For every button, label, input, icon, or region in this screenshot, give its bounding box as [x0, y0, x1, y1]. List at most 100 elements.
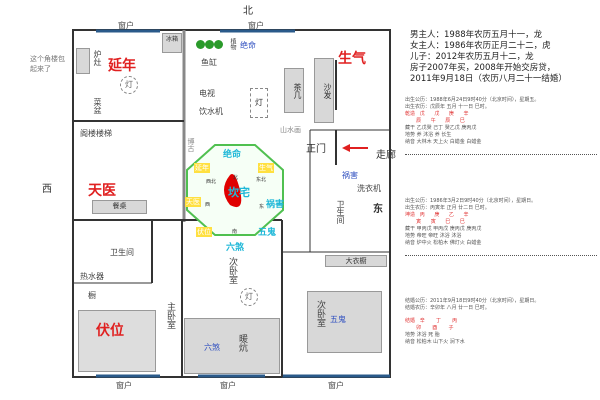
chart-line: 出生公历：1986年3月2日9时40分（北京时间），星期日。: [405, 198, 537, 204]
chart-row: 纳音 炉中火 松柏木 佛灯火 白蜡金: [405, 240, 482, 246]
west-label: 西: [42, 184, 52, 195]
stem: 辛: [463, 111, 469, 117]
fish-label: 鱼缸: [201, 58, 217, 67]
star-tianyi: 天医: [88, 183, 116, 199]
cabinet2-label: 橱: [88, 291, 96, 300]
stove: [76, 48, 90, 74]
kang: [184, 318, 280, 374]
family-line: 儿子：2012年农历五月十二，龙: [410, 52, 534, 62]
stem: 辛: [463, 212, 469, 218]
second1-label: 次卧室: [227, 257, 237, 284]
chart-tag: 坤造: [405, 212, 416, 218]
partition-label: 博古: [187, 138, 195, 152]
stem: 庚: [434, 212, 440, 218]
second-bed: [307, 291, 382, 353]
bagua-liusha: 六煞: [226, 243, 245, 253]
dir-s: 南: [232, 229, 238, 235]
chart-line: 出生公历：1988年6月24日9时40分（北京时间），星期五。: [405, 97, 540, 103]
window-label: 窗户: [248, 21, 264, 30]
north-label: 北: [243, 6, 253, 17]
window-label: 窗户: [118, 21, 134, 30]
bagua-huohai: 祸害: [266, 200, 285, 210]
stem: 戊: [434, 111, 440, 117]
chart-row: 地势 帝旺 帝旺 沐浴 沐浴: [405, 233, 462, 239]
corridor-label: 走廊: [376, 150, 396, 161]
star-huohai: 祸害: [342, 171, 358, 180]
bagua-wugui: 五鬼: [258, 228, 277, 238]
dir-w: 西: [205, 202, 211, 208]
bagua-tianyi: 天医: [185, 197, 201, 207]
chart-line: 出生农历：戊辰年 五月 十一日 巳时。: [405, 104, 490, 110]
tea-table: 茶几: [284, 68, 304, 113]
branch: 辰: [416, 118, 422, 124]
chart-line: 结婚农历：辛卯年 八月 廿一日 巳时。: [405, 305, 490, 311]
lamp: 灯: [240, 288, 258, 306]
dir-ne: 东北: [256, 177, 267, 183]
stairs-label: 阁楼楼梯: [80, 129, 112, 138]
ceiling-lamp: 灯: [250, 88, 268, 118]
window-label: 窗户: [116, 381, 132, 390]
branch: 卯: [416, 325, 422, 331]
star-shengqi: 生气: [338, 51, 366, 67]
second2-label: 次卧室: [315, 300, 325, 327]
bazi-chart-husband: 出生公历：1988年6月24日9时40分（北京时间），星期五。 出生农历：戊辰年…: [405, 97, 597, 155]
star-jueming: 绝命: [240, 41, 256, 50]
star-wugui: 五鬼: [330, 315, 346, 324]
window-label: 窗户: [220, 381, 236, 390]
branch: 巳: [445, 219, 451, 225]
stem: 乙: [448, 212, 454, 218]
branch: 巳: [459, 219, 465, 225]
house-label: 坎宅: [228, 186, 250, 199]
cabinet-label: 菜盆: [93, 98, 102, 114]
family-line: 2011年9月18日（农历八月二十一结婚）: [410, 74, 567, 84]
star-yannian: 延年: [108, 58, 136, 74]
bagua-shengqi: 生气: [258, 163, 274, 173]
dining-table: 餐桌: [92, 200, 147, 214]
chart-row: 藏干 乙戊癸 己丁 癸乙戊 庚丙戊: [405, 125, 477, 131]
branch: 巳: [459, 118, 465, 124]
chart-row: 纳音 松柏木 山下火 涧下水: [405, 339, 465, 345]
star-fuwei: 伏位: [96, 323, 124, 339]
bath1-label: 卫生间: [110, 248, 134, 257]
bagua-fuwei: 伏位: [196, 227, 212, 237]
stem: 戊: [419, 111, 425, 117]
bagua-yannian: 延年: [194, 163, 210, 173]
chart-line: 出生农历：丙寅年 正月 廿二日 巳时。: [405, 205, 490, 211]
heater-label: 热水器: [80, 272, 104, 281]
chart-row: 地势 沐浴 死 胎: [405, 332, 440, 338]
chart-line: 结婚公历：2011年9月18日9时40分（北京时间），星期日。: [405, 298, 540, 304]
branch: 子: [448, 325, 454, 331]
chart-row: 地势 养 沐浴 养 长生: [405, 132, 452, 138]
kang-label: 暖炕: [237, 334, 247, 352]
lamp: 灯: [120, 76, 138, 94]
master-bed: [78, 310, 156, 372]
branch: 酉: [432, 325, 438, 331]
painting-label: 山水画: [280, 126, 301, 134]
bazi-chart-wedding: 结婚公历：2011年9月18日9时40分（北京时间），星期日。 结婚农历：辛卯年…: [405, 298, 597, 346]
chart-tag: 结婚: [405, 318, 416, 324]
wardrobe: 大衣橱: [325, 255, 387, 267]
family-line: 房子2007年买，2008年开始交房贷，: [410, 63, 556, 73]
bagua-jueming: 绝命: [223, 150, 242, 160]
chart-row: 藏干 甲丙戊 甲丙戊 庚丙戊 庚丙戊: [405, 226, 482, 232]
stem: 辛: [419, 318, 425, 324]
tv-label: 电视: [199, 89, 215, 98]
branch: 辰: [445, 118, 451, 124]
water-label: 饮水机: [199, 107, 223, 116]
bazi-chart-wife: 出生公历：1986年3月2日9时40分（北京时间），星期日。 出生农历：丙寅年 …: [405, 198, 597, 256]
washer-label: 洗衣机: [357, 184, 381, 193]
master-label: 主卧室: [165, 302, 175, 329]
note-text: 这个角楼包起来了: [30, 55, 65, 73]
chart-row: 纳音 大林木 天上火 白蜡金 白蜡金: [405, 139, 482, 145]
chart-tag: 乾造: [405, 111, 416, 117]
branch: 寅: [416, 219, 422, 225]
family-line: 女主人：1986年农历正月二十二，虎: [410, 41, 551, 51]
main-door-label[interactable]: 正门: [306, 144, 326, 155]
stem: 丙: [452, 318, 458, 324]
plants-label: 植物: [229, 38, 236, 50]
window-label: 窗户: [328, 381, 344, 390]
family-info: 男主人：1988年农历五月十一，龙 女主人：1986年农历正月二十二，虎 儿子：…: [410, 30, 567, 85]
stem: 庚: [448, 111, 454, 117]
bath2-label: 卫生间: [336, 200, 345, 224]
dir-e: 东: [259, 204, 265, 210]
